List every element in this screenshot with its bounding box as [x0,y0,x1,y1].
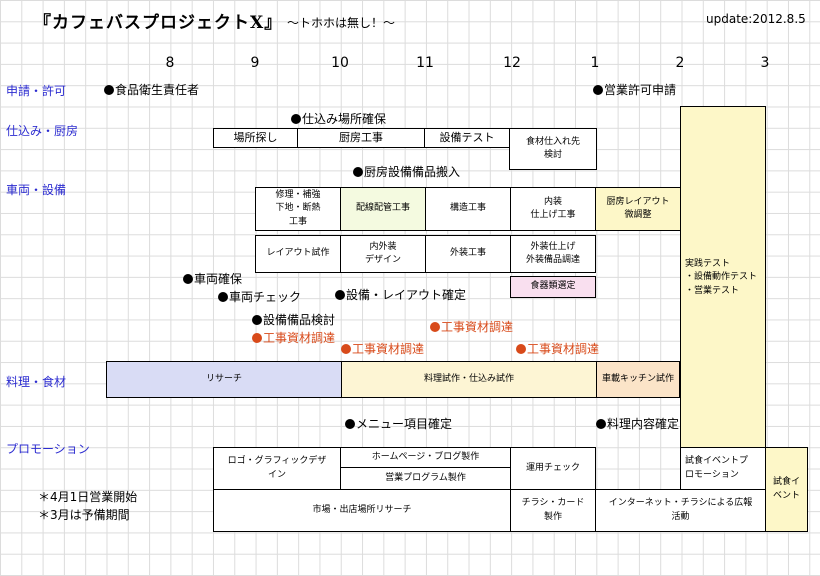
milestone-dot-icon [335,290,345,300]
task-internet-ad: インターネット・チラシによる広報活動 [595,489,766,532]
category-vehicle: 車両・設備 [6,183,67,197]
milestone-materials-3: 工事資材調達 [341,340,424,357]
milestone-equip-review: 設備備品検討 [252,311,335,328]
milestone-business-permit: 営業許可申請 [593,81,676,98]
task-practice-test: 実践テスト・設備動作テスト・営業テスト [680,106,766,450]
task-flyer: チラシ・カード製作 [510,489,596,532]
milestone-dot-icon [291,114,301,124]
milestone-dot-icon [345,419,355,429]
task-homepage: ホームページ・ブログ製作 [340,447,511,468]
task-interior: 内装仕上げ工事 [510,187,596,231]
category-food: 料理・食材 [6,375,67,389]
month-label-feb: 2 [675,55,685,71]
milestone-dot-icon [341,344,351,354]
milestone-materials-4: 工事資材調達 [516,340,599,357]
milestone-vehicle-check: 車両チェック [218,288,301,305]
milestone-kitchen-equip: 厨房設備備品搬入 [353,163,460,180]
milestone-dot-icon [596,419,606,429]
task-kitchen-adjust: 厨房レイアウト微調整 [595,187,681,231]
task-sales-program: 営業プログラム製作 [340,467,511,490]
month-label-aug: 8 [165,55,175,71]
task-equip-test: 設備テスト [424,128,510,148]
month-label-mar: 3 [760,55,770,71]
milestone-dot-icon [183,274,193,284]
month-label-dec: 12 [503,55,521,71]
milestone-dot-icon [252,333,262,343]
milestone-layout-confirm: 設備・レイアウト確定 [335,286,466,303]
category-promo: プロモーション [6,442,90,456]
task-market-research: 市場・出店場所リサーチ [213,489,511,532]
task-structure: 構造工事 [425,187,511,231]
month-label-jan: 1 [590,55,600,71]
note-opening: ＊4月1日営業開始 [38,490,138,504]
milestone-dot-icon [593,85,603,95]
task-int-ext-design: 内外装デザイン [340,235,426,273]
category-prep: 仕込み・厨房 [6,124,79,138]
task-site-search: 場所探し [213,128,298,148]
task-tasting-promo: 試食イベントプロモーション [680,447,766,490]
task-kitchen-work: 厨房工事 [297,128,425,148]
milestone-dot-icon [430,322,440,332]
task-operation-check: 運用チェック [510,447,596,490]
milestone-dot-icon [516,344,526,354]
task-wiring: 配線配管工事 [340,187,426,231]
milestone-dot-icon [252,315,262,325]
milestone-food-hygiene: 食品衛生責任者 [104,81,199,98]
task-onboard-trial: 車載キッチン試作 [596,361,680,398]
task-cooking-trial: 料理試作・仕込み試作 [341,361,597,398]
task-tasting-event: 試食イベント [765,447,808,532]
milestone-dish-confirm: 料理内容確定 [596,415,679,432]
month-label-oct: 10 [331,55,349,71]
month-label-nov: 11 [416,55,434,71]
milestone-dot-icon [218,292,228,302]
task-ext-finish: 外装仕上げ外装備品調達 [510,235,596,273]
category-permits: 申請・許可 [6,84,67,98]
milestone-vehicle-secure: 車両確保 [183,270,242,287]
milestone-prep-site: 仕込み場所確保 [291,110,386,127]
month-label-sep: 9 [250,55,260,71]
milestone-materials-1: 工事資材調達 [252,329,335,346]
task-supplier-review: 食材仕入れ先検討 [509,128,597,170]
task-exterior: 外装工事 [425,235,511,273]
milestone-materials-2: 工事資材調達 [430,318,513,335]
milestone-menu-confirm: メニュー項目確定 [345,415,452,432]
page-subtitle: 〜トホホは無し！〜 [287,16,396,30]
update-date: update:2012.8.5 [706,12,806,26]
task-repair: 修理・補強下地・断熱工事 [255,187,341,231]
task-layout-trial: レイアウト試作 [255,235,341,273]
page-title: 『カフェバスプロジェクトX』 [34,13,283,33]
milestone-dot-icon [353,167,363,177]
note-buffer: ＊3月は予備期間 [38,508,130,522]
task-logo-design: ロゴ・グラフィックデザイン [213,447,341,490]
milestone-dot-icon [104,85,114,95]
task-tableware: 食器類選定 [510,276,596,298]
task-research: リサーチ [106,361,342,398]
